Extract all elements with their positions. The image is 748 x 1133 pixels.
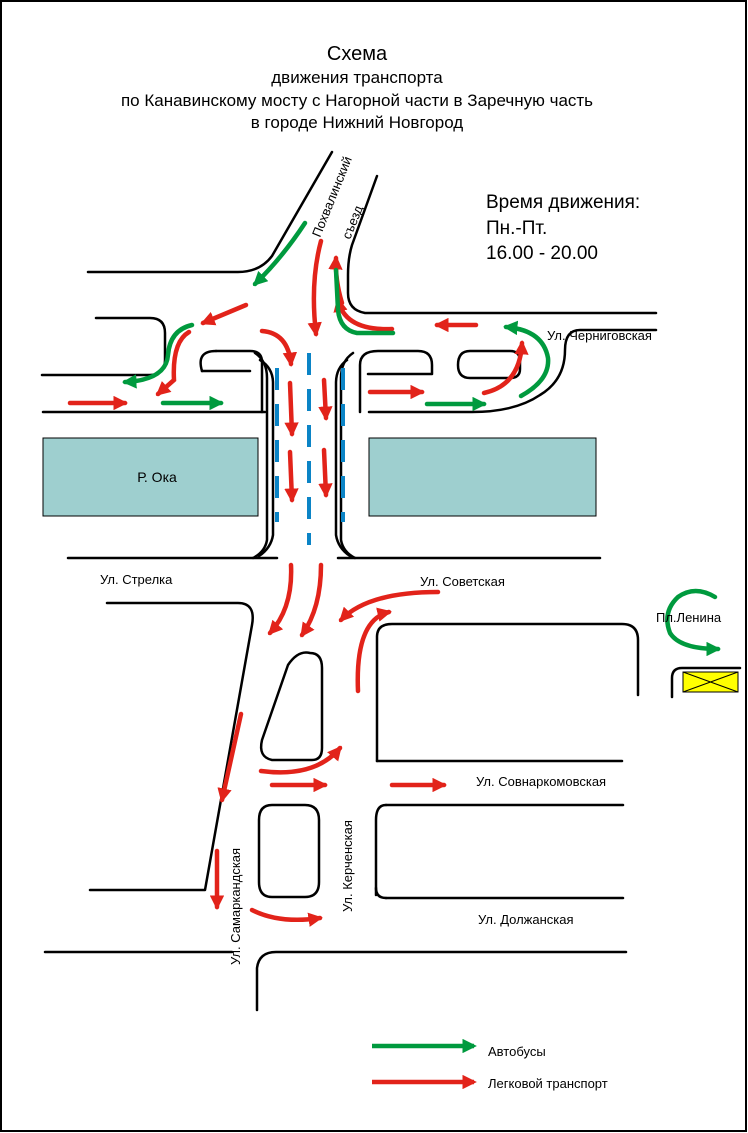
river-label: Р. Ока (137, 469, 177, 485)
river-right (368, 437, 597, 517)
legend-car-label: Легковой транспорт (488, 1076, 608, 1091)
street-dolzhanskaya: Ул. Должанская (478, 912, 574, 927)
street-samarkandskaya: Ул. Самаркандская (228, 848, 243, 965)
title-line-4: в городе Нижний Новгород (251, 113, 463, 132)
street-sovetskaya: Ул. Советская (420, 574, 505, 589)
title-line-2: движения транспорта (271, 68, 443, 87)
street-sovnarkomovskaya: Ул. Совнаркомовская (476, 774, 606, 789)
street-lenin-square: Пл.Ленина (656, 610, 722, 625)
barrier-icon (682, 671, 739, 693)
car-routes (67, 238, 529, 927)
schedule-heading: Время движения: (486, 192, 640, 213)
schedule-hours: 16.00 - 20.00 (486, 243, 598, 264)
legend-bus-label: Автобусы (488, 1044, 546, 1059)
lane-dividers (275, 353, 345, 545)
river-left (42, 437, 259, 517)
title-line-1: Схема (327, 43, 388, 65)
street-strelka: Ул. Стрелка (100, 572, 173, 587)
title-line-3: по Канавинскому мосту с Нагорной части в… (121, 91, 593, 110)
bus-routes (122, 220, 721, 657)
schedule-days: Пн.-Пт. (486, 218, 547, 239)
street-pokhvalinsky-2: съезд (339, 203, 366, 241)
street-kerchenskaya: Ул. Керченская (340, 820, 355, 912)
street-chernigovskaya: Ул. Черниговская (547, 328, 652, 343)
